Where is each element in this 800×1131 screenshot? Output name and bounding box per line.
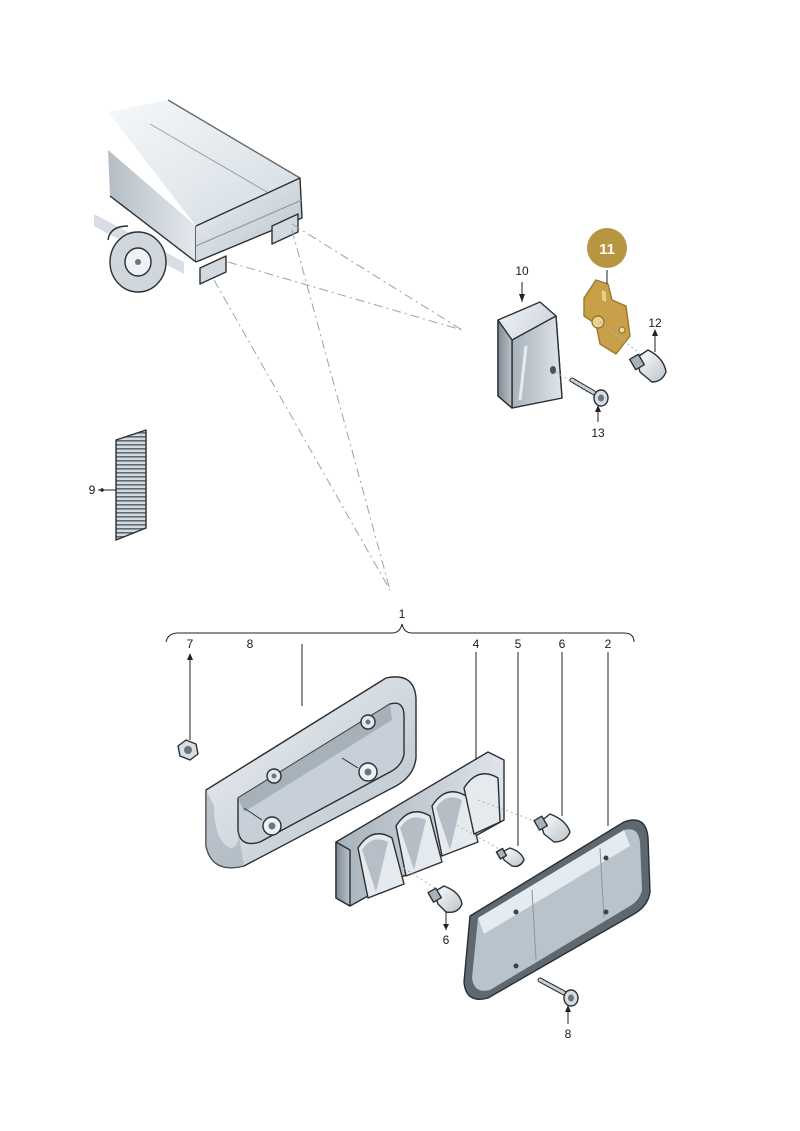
callout-8-upper: 8 xyxy=(247,637,254,651)
callout-13: 13 xyxy=(591,426,605,440)
callout-9: 9 xyxy=(89,483,96,497)
screw-8-lower xyxy=(537,977,579,1007)
callout-6-lower: 6 xyxy=(443,933,450,947)
bulb-5 xyxy=(495,847,525,868)
callout-6-upper: 6 xyxy=(559,637,566,651)
assembly-brace xyxy=(165,623,635,643)
screw-13 xyxy=(569,377,609,407)
nut-7 xyxy=(177,739,199,761)
callout-11: 11 xyxy=(599,241,615,258)
bracket-bulb-link xyxy=(599,321,649,361)
callout-12: 12 xyxy=(648,316,662,330)
callout-1: 1 xyxy=(399,607,406,621)
bulb-12 xyxy=(628,349,667,383)
trailer-illustration xyxy=(94,99,303,293)
callout-labels: 10 12 13 9 1 7 8 4 5 6 2 6 8 xyxy=(89,264,662,1041)
bulb-6-upper xyxy=(533,813,571,843)
bracket-part xyxy=(583,279,631,355)
bulb-holder xyxy=(335,751,505,907)
callout-8-lower: 8 xyxy=(565,1027,572,1041)
highlight-badge-11: 11 xyxy=(587,228,627,268)
leader-lines xyxy=(98,270,658,1024)
license-plate-light-housing xyxy=(497,301,563,409)
callout-2: 2 xyxy=(605,637,612,651)
callout-5: 5 xyxy=(515,637,522,651)
bulb-6-lower xyxy=(427,885,463,914)
tail-light-housing xyxy=(205,676,417,869)
projection-lines xyxy=(213,223,463,591)
reflector-strip xyxy=(115,429,147,541)
callout-7: 7 xyxy=(187,637,194,651)
callout-4: 4 xyxy=(473,637,480,651)
tail-light-lens xyxy=(463,819,651,1000)
callout-10: 10 xyxy=(515,264,529,278)
